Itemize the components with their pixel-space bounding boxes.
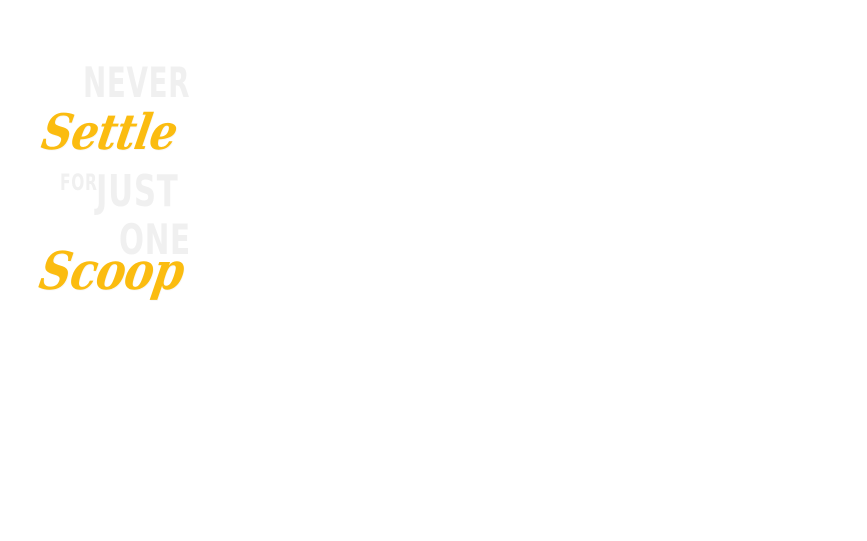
word-one: ONE bbox=[119, 215, 191, 264]
word-never: NEVER bbox=[83, 58, 191, 107]
word-for: FOR bbox=[60, 171, 98, 196]
word-settle: Settle bbox=[37, 103, 182, 161]
word-just: JUST bbox=[96, 166, 179, 217]
word-scoop: Scoop bbox=[35, 241, 189, 302]
